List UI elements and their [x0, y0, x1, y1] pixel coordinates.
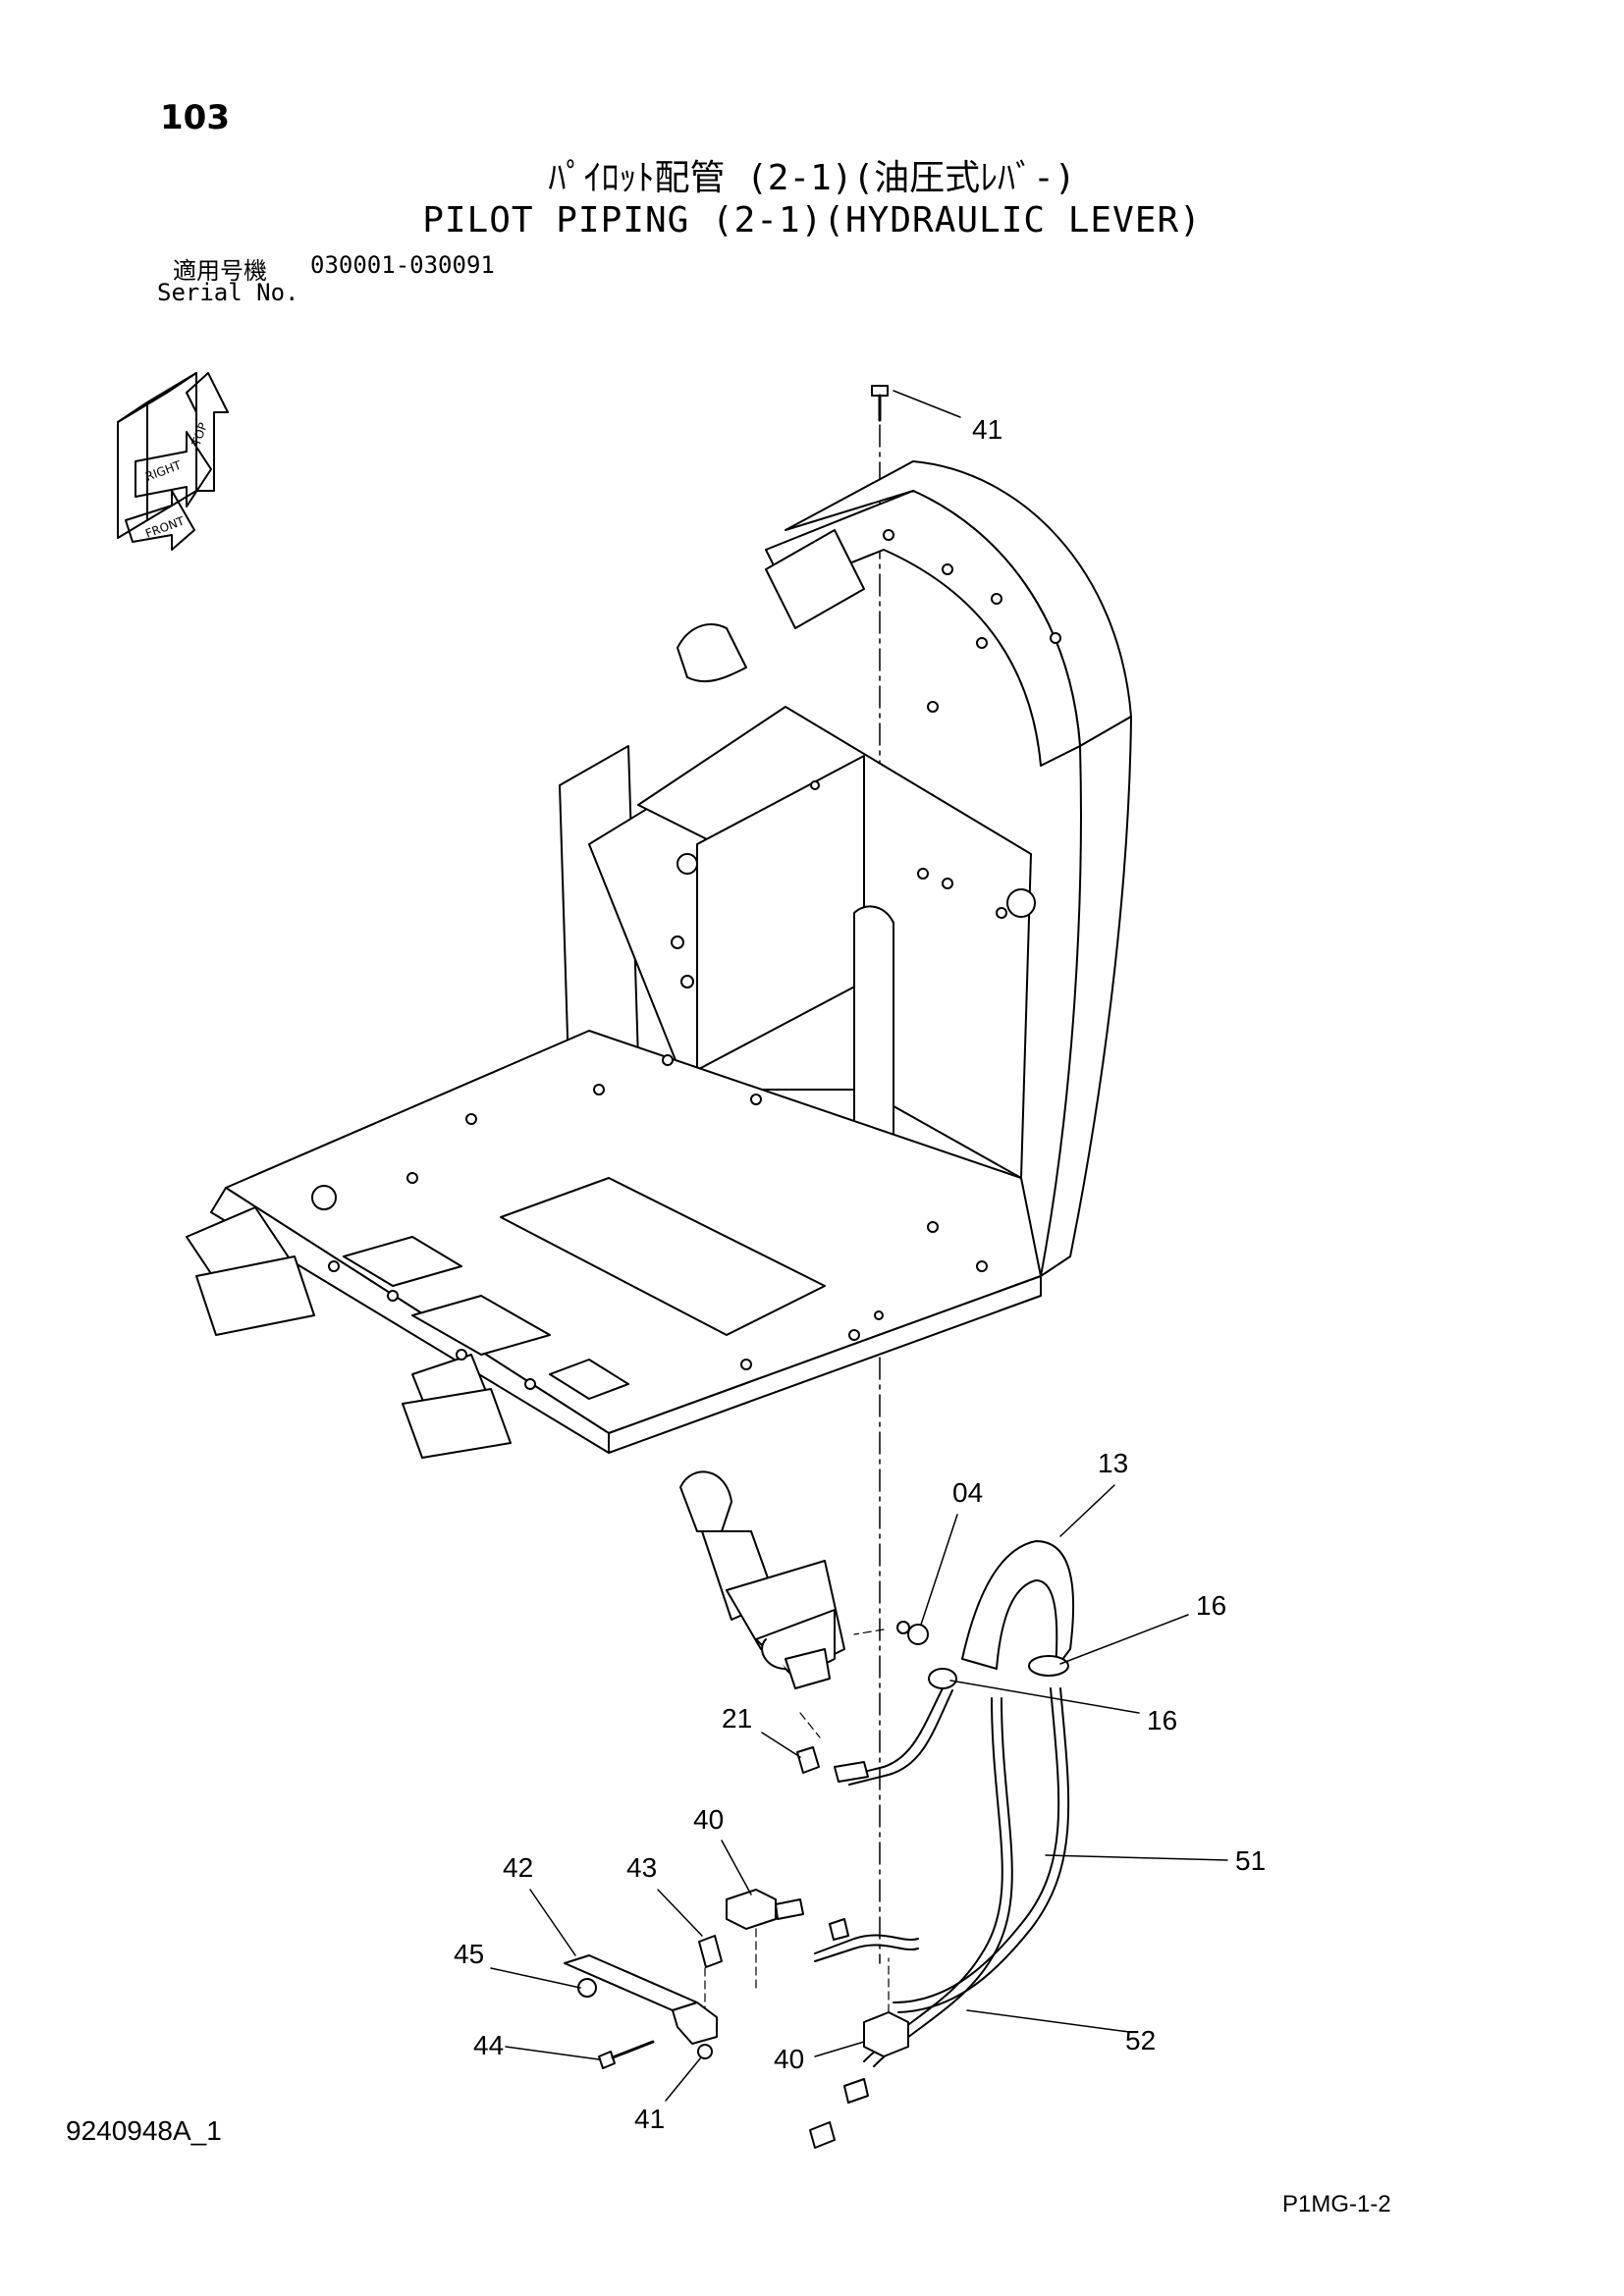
serial-range: 030001-030091 [310, 251, 495, 279]
callout-16-upper: 16 [1196, 1590, 1226, 1621]
hose-13 [961, 1540, 1075, 1670]
title-japanese: ﾊﾟｲﾛｯﾄ配管 (2-1)(油圧式ﾚﾊﾞ-) [548, 158, 1076, 198]
callout-43: 43 [626, 1852, 657, 1883]
frame-holes [311, 529, 1061, 1390]
callout-16-lower: 16 [1147, 1705, 1177, 1735]
callout-42: 42 [503, 1852, 533, 1883]
orientation-icon: TOP RIGHT FRONT [117, 372, 229, 551]
callout-41-top: 41 [972, 414, 1002, 445]
hoses-51-52 [814, 1687, 1070, 2067]
fitting-04 [896, 1621, 929, 1645]
block-40-upper [726, 1889, 849, 1941]
seat-stand-frame [186, 460, 1132, 1459]
callout-41-lower: 41 [634, 2104, 665, 2134]
bolt-41-top [871, 385, 889, 422]
callout-40-upper: 40 [693, 1804, 724, 1835]
callout-52: 52 [1125, 2025, 1156, 2056]
callout-45: 45 [454, 1939, 484, 1969]
callout-21: 21 [722, 1703, 752, 1734]
callout-51: 51 [1235, 1845, 1266, 1876]
page-code: P1MG-1-2 [1282, 2191, 1391, 2217]
pilot-valve-lever [679, 1470, 845, 1689]
serial-label-english: Serial No. [157, 279, 299, 306]
bracket-42 [564, 1954, 718, 2045]
bolt-44 [598, 2040, 655, 2069]
fitting-21 [796, 1746, 869, 1783]
nut-41-lower [697, 2044, 713, 2059]
callout-40-lower: 40 [774, 2044, 804, 2074]
title-english: PILOT PIPING (2-1)(HYDRAULIC LEVER) [422, 200, 1202, 240]
page-number: 103 [160, 98, 230, 137]
serial-label-japanese: 適用号機 [173, 257, 267, 285]
block-40-lower [809, 2011, 909, 2149]
leader-lines [490, 390, 1228, 2102]
callout-04: 04 [952, 1477, 983, 1508]
clamp-16 [928, 1655, 1069, 1689]
callout-13: 13 [1098, 1448, 1128, 1478]
document-code: 9240948A_1 [66, 2115, 222, 2146]
construction-lines [704, 1629, 890, 2028]
callout-44: 44 [473, 2030, 504, 2060]
pin-43 [698, 1935, 723, 1968]
